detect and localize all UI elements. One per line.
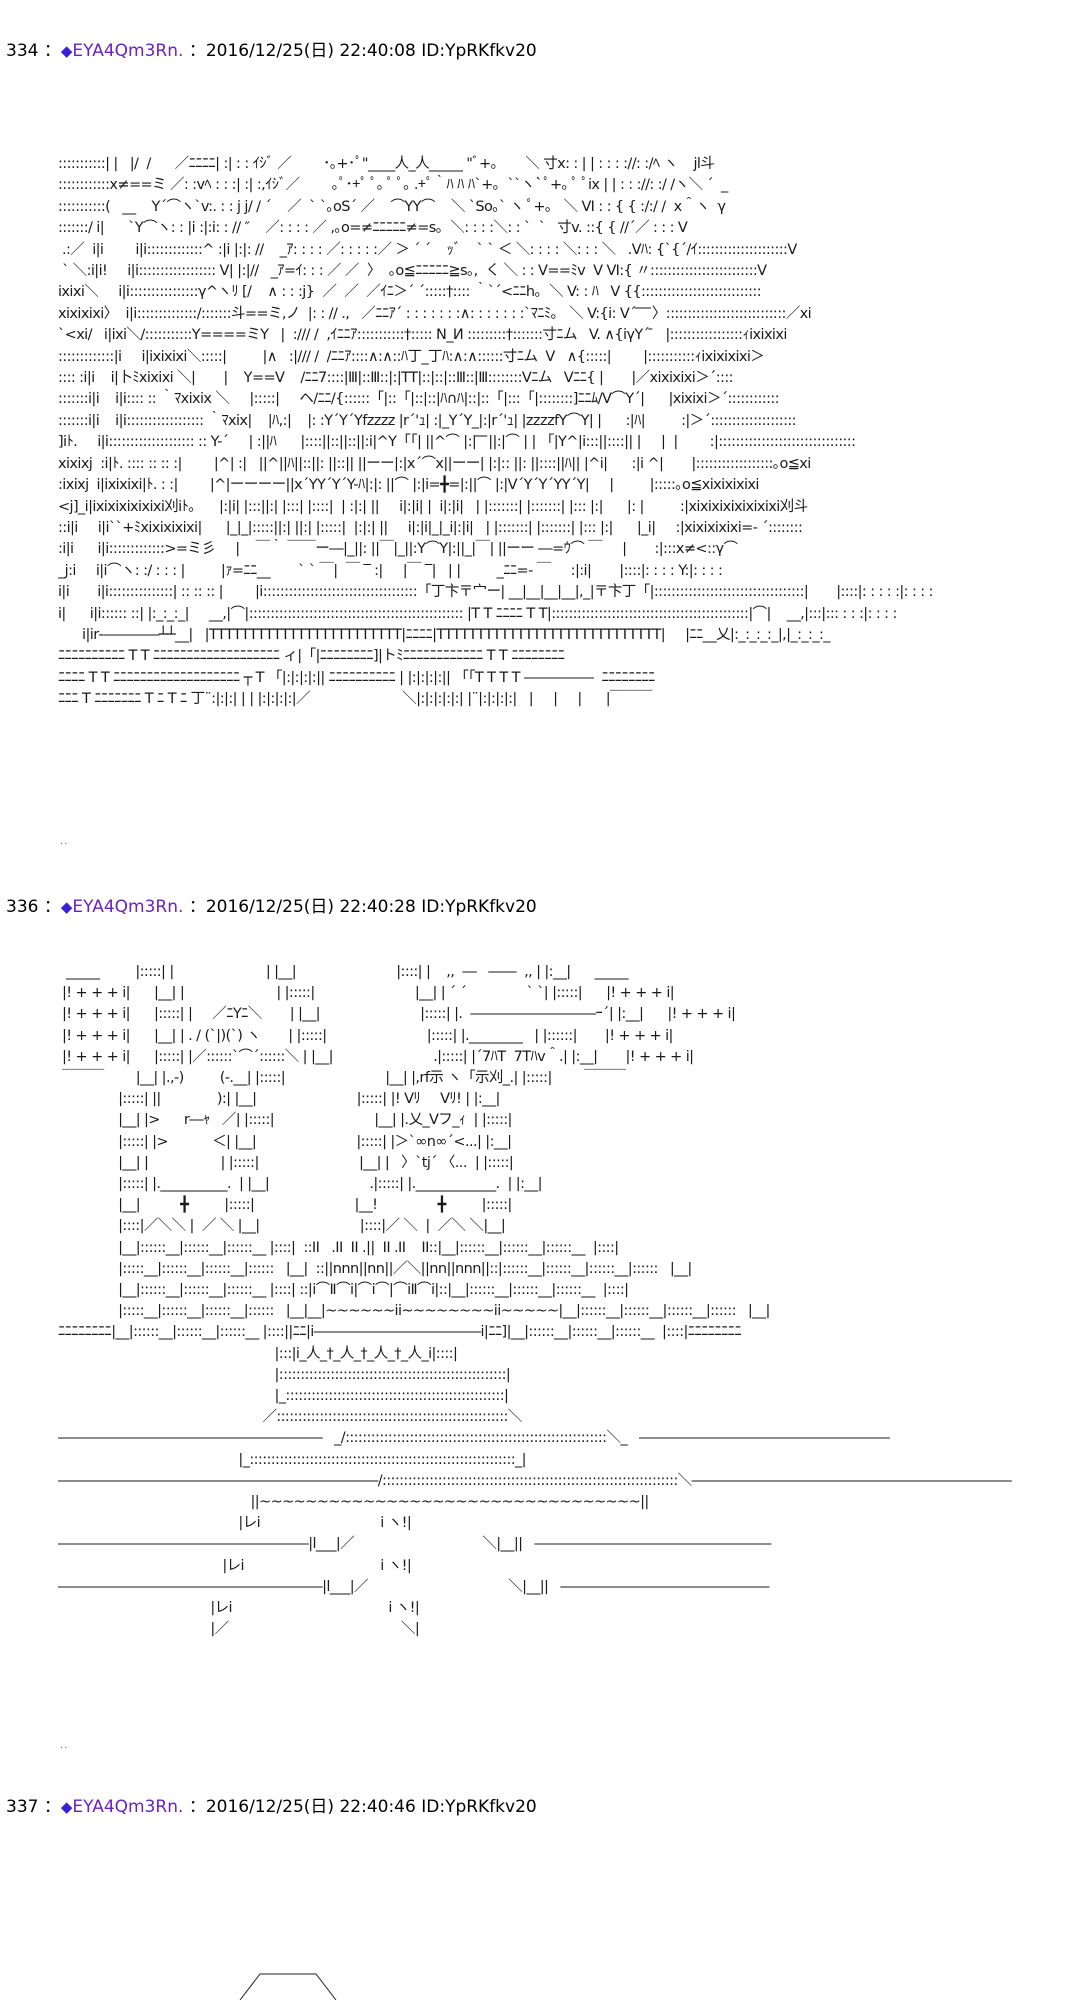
art-line: ]iﾄ. i|i:::::::::::::::::::: :: Y-´ | :|… [58, 434, 856, 451]
art-line: xixixixi〉 i|i::::::::::::::/:::::::斗==ミ,… [58, 305, 812, 322]
poster-name[interactable]: EYA4Qm3Rn. [72, 1797, 184, 1817]
trip-diamond-icon: ◆ [60, 1798, 73, 1816]
art-line: :::::::::::( __ Y´⌒ヽ`v:. : : j j/ / ´ ／ … [58, 198, 726, 215]
roof-line-art [239, 1973, 337, 2000]
post-trailing-dots: .. [60, 1740, 69, 1751]
art-line: |! + + + i| |:::::| | ／ﾆYﾆ＼ | |__| |::::… [58, 1006, 736, 1023]
poster-name[interactable]: EYA4Qm3Rn. [72, 41, 184, 61]
post-separator: ： [43, 897, 61, 917]
post-colon: ： [188, 1797, 206, 1817]
art-line: ::::::::::::x≠==ミ ／: :vﾍ : : :| :| :,ｲｼﾞ… [58, 177, 728, 194]
post-header: 334 ：◆EYA4Qm3Rn. ：2016/12/25(日) 22:40:08… [6, 40, 537, 62]
art-line: ﾆﾆﾆﾆ T T ﾆﾆﾆﾆﾆﾆﾆﾆﾆﾆﾆﾆﾆﾆﾆﾆﾆﾆﾆ ┬ T 「|:|:|:… [58, 669, 655, 686]
post-number[interactable]: 334 [6, 41, 39, 61]
art-line: ixixi＼ i|i::::::::::::::::γ^ヽﾘ [/ ∧ : : … [58, 284, 762, 301]
art-line: |:::::| || ):| |__| |:::::| |! Vﾘ Vﾘ! | … [58, 1091, 500, 1108]
art-line: |! + + + i| |__| | | |:::::| |__| | ´ ´ … [58, 985, 675, 1002]
art-line: :::::::/ i| `Y⌒ヽ: : |i :|:i: : // ″ ／: :… [58, 220, 688, 237]
art-line: |:::::::::::::::::::::::::::::::::::::::… [58, 1366, 511, 1383]
art-line: :::::::::::| | |/ / ／ﾆﾆﾆﾆ| :| : : ｲｼﾞ ／ … [58, 156, 715, 172]
art-line: :i|i i|i:::::::::::::>=ミ彡 | ￣｀ ￣￣ー―|_||:… [58, 541, 738, 558]
art-line: ―――――――――――――――――――――――/::::::::::::::::… [58, 1472, 1012, 1489]
art-line: |:::::__|::::::__|::::::__|:::::: |__|__… [58, 1303, 770, 1320]
art-line: :ixixj i|ixixixi|ﾄ. : :| |^|ーーーー||x´YY´Y… [58, 477, 759, 494]
art-line: ﾆﾆﾆ T ﾆﾆﾆﾆﾆﾆﾆ T ﾆ T ﾆ 丁¨:|:|:| | | |:|:|… [58, 691, 652, 708]
art-line: |__|::::::__|::::::__|::::::__ |::::| ::… [58, 1239, 619, 1256]
art-line: :::::::i|i i|i:::: :: ｀ﾏxixix ＼ |:::::| … [58, 391, 780, 408]
art-line: .:／ i|i i|i:::::::::::::^ :|i |:|: // _ｱ… [58, 241, 797, 258]
art-line: |__| |> r―ｬ ／| |:::::| |__| |.乂_Vフ_ｨ | |… [58, 1112, 512, 1129]
art-line: ﾆﾆﾆﾆﾆﾆﾆﾆﾆﾆ T T ﾆﾆﾆﾆﾆﾆﾆﾆﾆﾆﾆﾆﾆﾆﾆﾆﾆﾆﾆ ィ|「|ﾆ… [58, 648, 565, 665]
ascii-art-body: _____ |:::::| | | |__| |::::| | ,, ― ―― … [58, 962, 1068, 1641]
art-line: |:::|i_人_†_人_†_人_†_人_i|::::| [58, 1345, 458, 1362]
art-line: :::::::i|i i|i:::::::::::::::::: ｀ﾏxix| … [58, 412, 797, 429]
art-line: |:::::| |> ＜| |__| |:::::| |＞`∞n∞´<...| … [58, 1133, 512, 1150]
art-line: ―――――――――――――――――――|l___|／ ＼|__|| ――――――… [58, 1578, 769, 1595]
post-separator: ： [43, 1797, 61, 1817]
post-date: 2016/12/25(日) 22:40:08 [205, 41, 416, 61]
post-number[interactable]: 337 [6, 1797, 39, 1817]
post-id[interactable]: ID:YpRKfkv20 [421, 41, 537, 61]
art-line: ――――――――――――――――――― _/::::::::::::::::::… [58, 1430, 890, 1447]
art-line: ／:::::::::::::::::::::::::::::::::::::::… [58, 1409, 522, 1426]
art-line: i| i|i:::::: ::| |:_:_:_| __,|⌒|::::::::… [58, 605, 897, 622]
art-line: xixixj :i|ﾄ. :::: :: :: :| |^| :| ||^||ﾊ… [58, 455, 811, 472]
art-line: :::::::::::::|i i|ixixixi＼:::::| |∧ :|//… [58, 348, 765, 365]
art-line: |! + + + i| |__| | . / (`|)(`) ヽ | |::::… [58, 1027, 673, 1044]
art-line: _j:i i|i⌒ヽ: :/ : : : | |ｧ=ﾆﾆ__ ` ` ￣| ￣ … [58, 562, 723, 579]
art-line: ￣￣￣ |__| |.,-) (-.__| |:::::| |__| |,rf示… [58, 1070, 626, 1087]
art-line: i|ir‐――――┴┴__| |TTTTTTTTTTTTTTTTTTTTTTTT… [58, 626, 830, 643]
post-number[interactable]: 336 [6, 897, 39, 917]
art-line: ――――――――――――――――――|l___|／ ＼|__|| ―――――――… [58, 1536, 771, 1553]
art-line: |:::::__|::::::__|::::::__|:::::: |__| :… [58, 1260, 692, 1277]
art-line: ` ＼:i|i! i|i:::::::::::::::::: V| |:|// … [58, 263, 767, 280]
post-id[interactable]: ID:YpRKfkv20 [421, 897, 537, 917]
art-line: |／ ＼| [58, 1621, 420, 1638]
post-date: 2016/12/25(日) 22:40:46 [205, 1797, 416, 1817]
art-line: |_::::::::::::::::::::::::::::::::::::::… [58, 1451, 526, 1468]
art-line: :::: :i|i i|卜ﾐxixixi ＼| | Y==V /ﾆﾆ7::::|… [58, 370, 733, 387]
trip-diamond-icon: ◆ [60, 898, 73, 916]
poster-name[interactable]: EYA4Qm3Rn. [72, 897, 184, 917]
art-line: ﾆﾆﾆﾆﾆﾆﾆﾆ|__|::::::__|::::::__|::::::__ |… [58, 1324, 742, 1341]
art-line: _____ |:::::| | | |__| |::::| | ,, ― ―― … [58, 964, 628, 980]
ascii-art-body: :::::::::::| | |/ / ／ﾆﾆﾆﾆ| :| : : ｲｼﾞ ／ … [58, 154, 1068, 711]
art-line: |! + + + i| |:::::| |／::::::`⌒´::::::＼ |… [58, 1048, 694, 1065]
art-line: <j]_i|ixixixixixixi刈iﾄ｡ |:|i| |:::||:| |… [58, 498, 808, 515]
art-line: |_::::::::::::::::::::::::::::::::::::::… [58, 1388, 509, 1405]
art-line: ::i|i i|i``+ﾐxixixixixi| |_|_|:::::||:| … [58, 519, 803, 536]
post-id[interactable]: ID:YpRKfkv20 [421, 1797, 537, 1817]
post-header: 336 ：◆EYA4Qm3Rn. ：2016/12/25(日) 22:40:28… [6, 896, 537, 918]
art-line: |__| | | |:::::| |__| | 〉`tj´ 〈... | |::… [58, 1154, 514, 1171]
post-separator: ： [43, 41, 61, 61]
art-line: |::::|／＼＼ | ／ ＼ |__| |::::|／ ＼ | ／＼ ＼|__… [58, 1218, 506, 1235]
art-line: |__|::::::__|::::::__|::::::__ |::::| ::… [58, 1282, 629, 1299]
art-line: |__| ╋ |:::::| |__! ╋ |:::::| [58, 1197, 512, 1214]
post-colon: ： [188, 897, 206, 917]
post-header: 337 ：◆EYA4Qm3Rn. ：2016/12/25(日) 22:40:46… [6, 1796, 537, 1818]
art-line: |レi i ヽ!| [58, 1557, 412, 1574]
art-line: i|i i|i:::::::::::::::| :: :: :: | |i:::… [58, 584, 933, 601]
post-colon: ： [188, 41, 206, 61]
art-line: |レi i ヽ!| [58, 1600, 420, 1617]
trip-diamond-icon: ◆ [60, 42, 73, 60]
post-trailing-dots: .. [60, 836, 69, 847]
art-line: |:::::| |.__________. | |__| .|:::::| |.… [58, 1176, 542, 1193]
art-line: ||~~~~~~~~~~~~~~~~~~~~~~~~~~~~~~~~~|| [58, 1494, 649, 1511]
art-line: |レi i ヽ!| [58, 1515, 412, 1532]
post-date: 2016/12/25(日) 22:40:28 [205, 897, 416, 917]
art-line: `<xi/ i|ixi＼/:::::::::::Y====ミY | :/// /… [58, 327, 787, 344]
